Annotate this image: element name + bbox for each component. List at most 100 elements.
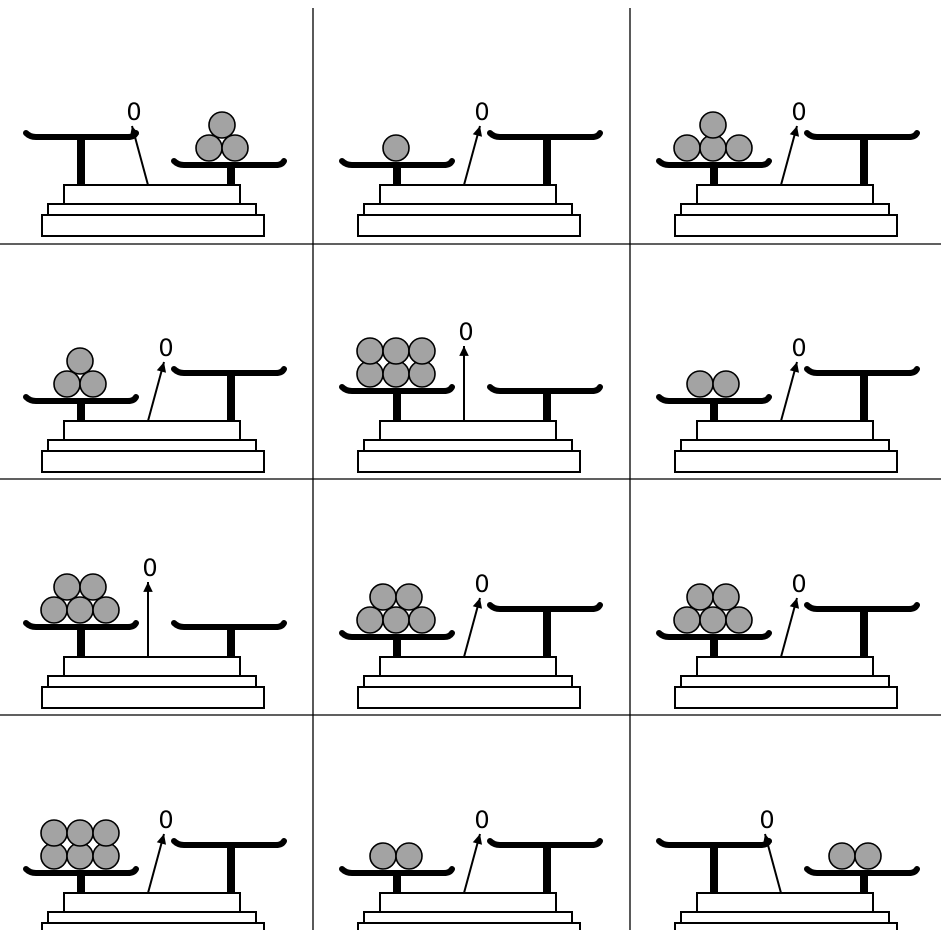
scale-left-post [77,137,85,185]
weight-ball-left [409,361,435,387]
balance-scale-12: 0 [659,806,917,930]
scale-base-top [380,421,556,440]
dial-zero-label: 0 [126,98,141,126]
scale-base-bottom [675,687,897,708]
needle-arrowhead [473,126,482,137]
weight-ball-left [713,584,739,610]
scale-left-pan [26,397,136,401]
weight-ball-right [855,843,881,869]
weight-ball-left [357,607,383,633]
dial-zero-label: 0 [158,334,173,362]
scale-left-post [77,627,85,657]
weight-ball-left [409,607,435,633]
balance-scale-10: 0 [26,806,284,930]
scale-right-post [227,627,235,657]
weight-ball-left [357,338,383,364]
scale-base-middle [681,912,889,923]
scale-left-pan [659,397,769,401]
scale-right-pan [807,133,917,137]
weight-ball-left [396,584,422,610]
scale-left-pan [342,869,452,873]
dial-zero-label: 0 [458,318,473,346]
scale-right-pan [807,869,917,873]
scale-right-post [227,845,235,893]
scale-base-top [697,185,873,204]
weight-ball-left [726,135,752,161]
balance-scale-8: 0 [342,570,600,708]
dial-zero-label: 0 [158,806,173,834]
dial-zero-label: 0 [791,334,806,362]
scale-base-bottom [42,923,264,930]
weight-ball-left [67,820,93,846]
weight-ball-left [383,135,409,161]
weight-ball-left [80,371,106,397]
scale-right-post [860,137,868,185]
scale-left-post [710,845,718,893]
weight-ball-left [383,607,409,633]
scale-base-bottom [42,215,264,236]
weight-ball-right [196,135,222,161]
scale-right-post [543,137,551,185]
needle-arrowhead [473,598,482,609]
weight-ball-right [829,843,855,869]
scale-base-middle [364,204,572,215]
dial-zero-label: 0 [791,570,806,598]
dial-zero-label: 0 [474,806,489,834]
scale-base-middle [364,676,572,687]
scale-base-middle [364,440,572,451]
weight-ball-right [209,112,235,138]
needle-arrowhead [143,582,153,592]
scale-right-post [543,609,551,657]
needle-arrowhead [790,126,799,137]
dial-zero-label: 0 [759,806,774,834]
weight-ball-left [700,607,726,633]
weight-ball-right [222,135,248,161]
scale-base-bottom [358,451,580,472]
weight-ball-left [674,607,700,633]
scale-base-top [697,657,873,676]
scale-right-pan [174,161,284,165]
scale-right-post [227,373,235,421]
dial-zero-label: 0 [474,98,489,126]
scale-right-post [860,609,868,657]
weight-ball-left [93,597,119,623]
scale-base-middle [681,440,889,451]
balance-scale-5: 0 [342,318,600,472]
weight-ball-left [54,371,80,397]
scale-left-pan [26,133,136,137]
balance-scale-2: 0 [342,98,600,236]
weight-ball-left [67,843,93,869]
scale-base-top [380,893,556,912]
weight-ball-left [700,135,726,161]
weight-ball-left [370,584,396,610]
needle-arrowhead [790,362,799,373]
weight-ball-left [674,135,700,161]
scale-right-pan [807,369,917,373]
scale-right-pan [174,369,284,373]
needle-arrowhead [473,834,482,845]
dial-zero-label: 0 [791,98,806,126]
balance-scale-1: 0 [26,98,284,236]
weight-ball-left [383,361,409,387]
weight-ball-left [687,371,713,397]
scale-base-middle [681,204,889,215]
scale-base-top [380,657,556,676]
weight-ball-left [409,338,435,364]
scale-base-bottom [675,923,897,930]
scale-base-middle [681,676,889,687]
balance-scale-7: 0 [26,554,284,708]
scale-base-middle [48,204,256,215]
scale-base-middle [48,676,256,687]
weight-ball-left [370,843,396,869]
scale-base-top [380,185,556,204]
needle-arrowhead [790,598,799,609]
weight-ball-left [93,843,119,869]
scale-base-middle [48,440,256,451]
scale-base-bottom [358,687,580,708]
scale-base-bottom [675,451,897,472]
scale-base-bottom [358,215,580,236]
scale-base-middle [48,912,256,923]
weight-ball-left [41,843,67,869]
